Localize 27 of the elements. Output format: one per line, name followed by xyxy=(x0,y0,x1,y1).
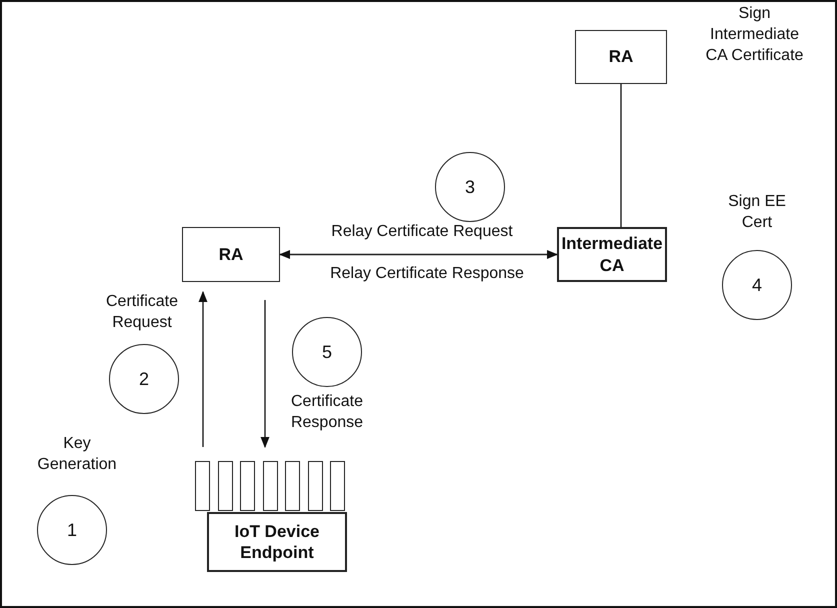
connector-line xyxy=(620,84,622,227)
edge-label: Relay Certificate Request xyxy=(330,222,514,242)
step-number-circle: 3 xyxy=(435,152,505,222)
step-number-circle: 1 xyxy=(37,495,107,565)
authority-box: RA xyxy=(575,30,667,84)
edge-label: Certificate Response xyxy=(290,392,364,433)
authority-box: Intermediate CA xyxy=(557,227,667,282)
memory-slot xyxy=(262,461,278,511)
step-caption: Sign Intermediate CA Certificate xyxy=(704,4,804,66)
response-label: Relay Certificate Response xyxy=(329,264,525,284)
arrow xyxy=(198,290,208,447)
arrow xyxy=(260,300,270,448)
device-box: IoT Device Endpoint xyxy=(207,512,347,572)
authority-box: RA xyxy=(182,227,280,282)
step-number-circle: 2 xyxy=(109,344,179,414)
memory-slot xyxy=(308,461,322,511)
step-number-circle: 5 xyxy=(292,317,362,387)
step-caption: Key Generation xyxy=(36,434,118,475)
memory-slot xyxy=(195,461,210,511)
memory-slot xyxy=(218,461,232,511)
memory-slot xyxy=(285,461,300,511)
step-caption: Sign EE Cert xyxy=(727,192,787,233)
arrow xyxy=(278,250,558,259)
memory-slot xyxy=(330,461,345,511)
memory-slot xyxy=(240,461,255,511)
edge-label: Certificate Request xyxy=(104,292,180,333)
step-number-circle: 4 xyxy=(722,250,792,320)
